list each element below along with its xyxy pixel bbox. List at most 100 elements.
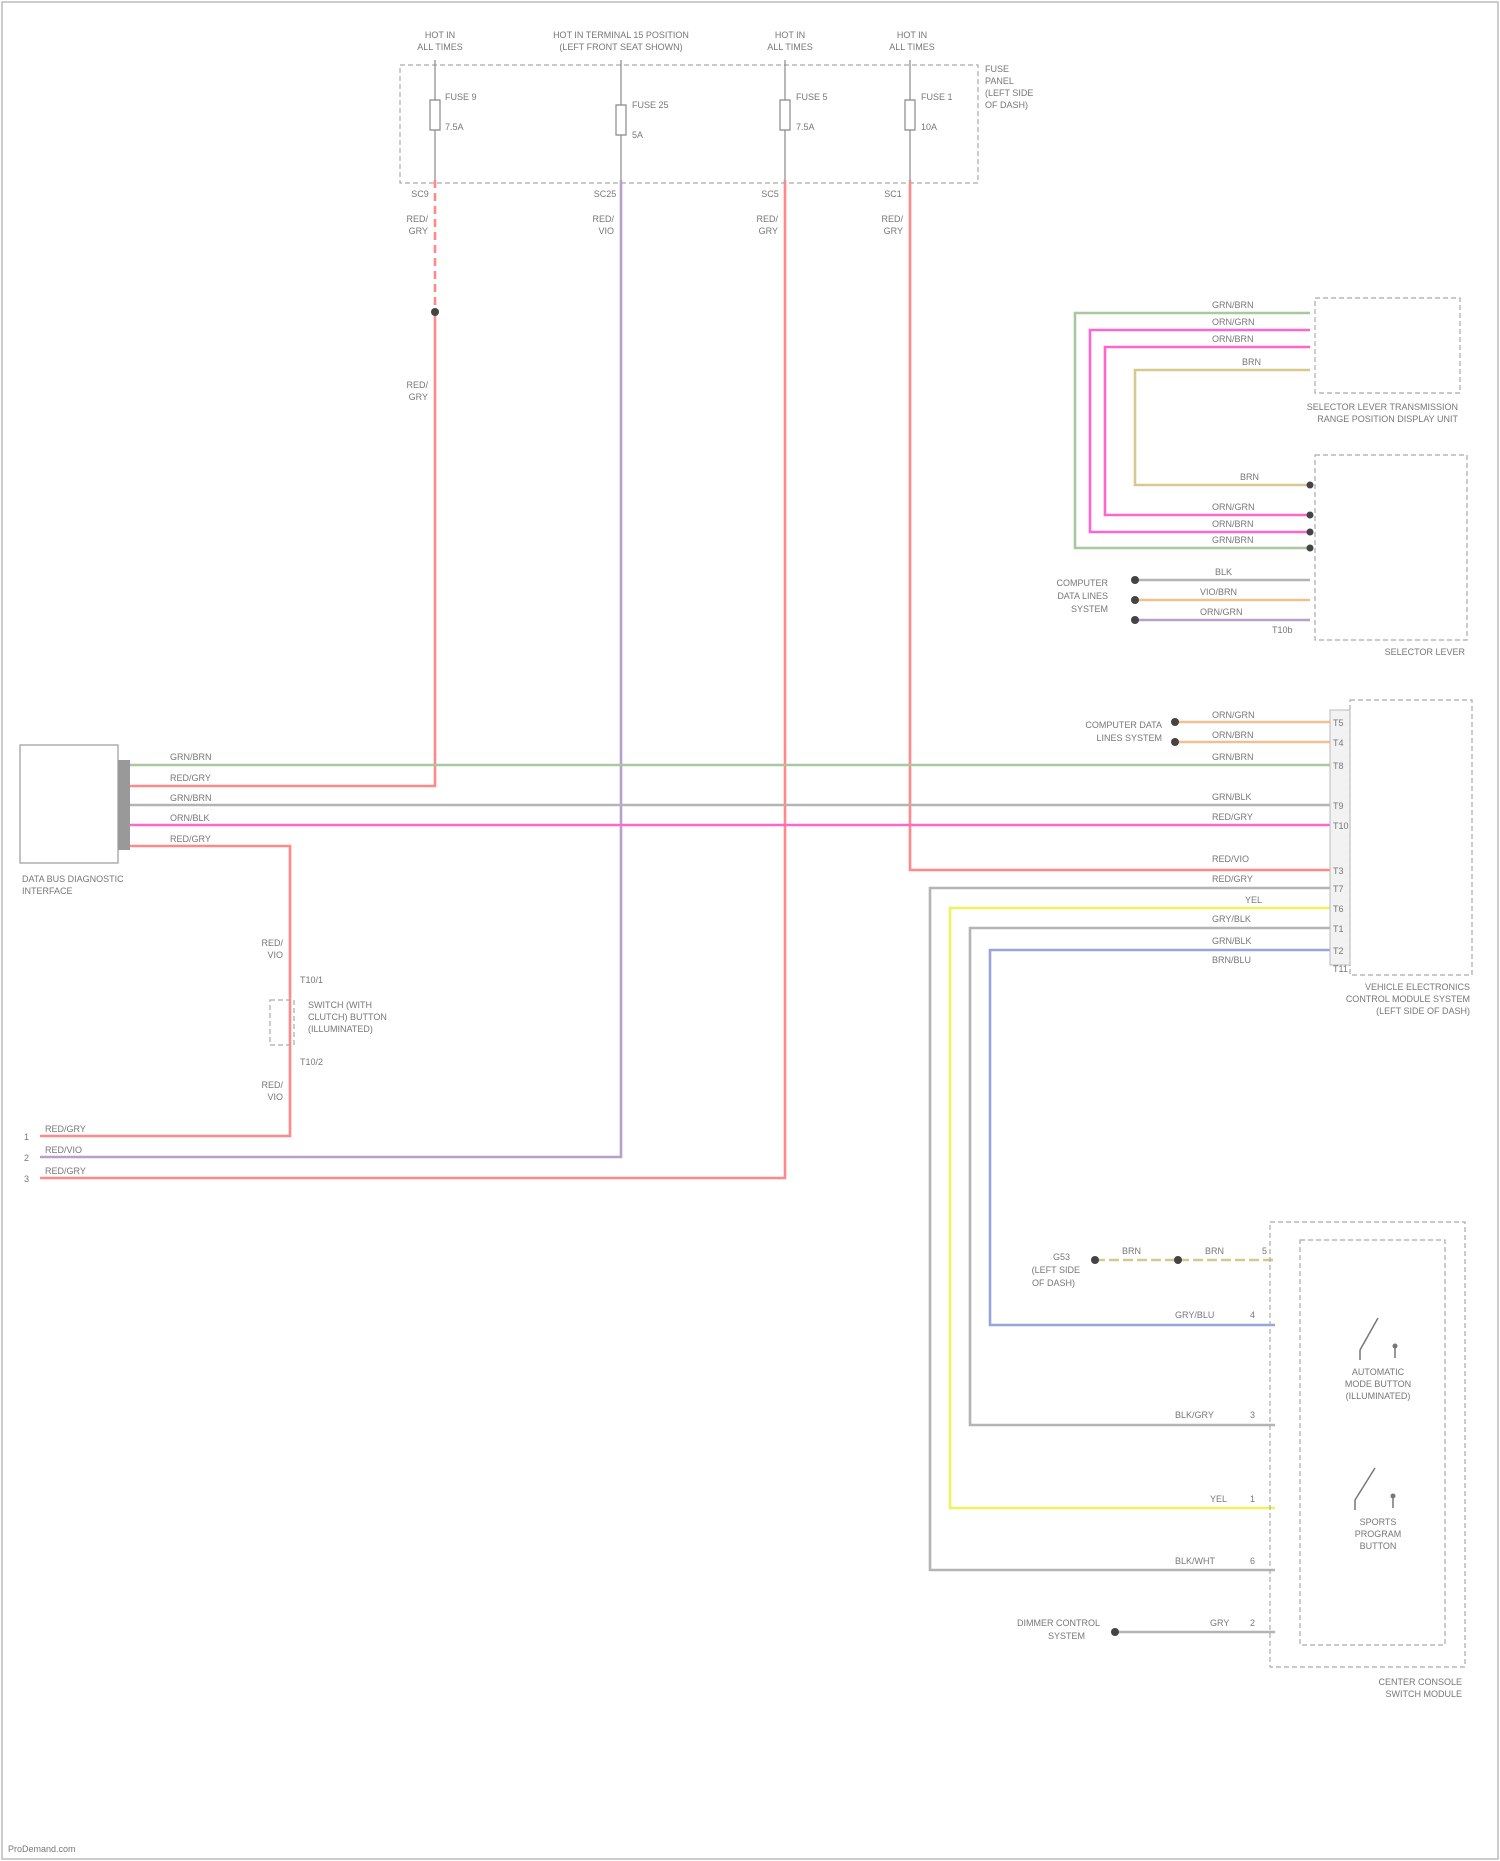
selector-pin-2 xyxy=(1307,512,1314,519)
fuse-4-wire-2: GRY xyxy=(884,226,903,236)
fuse-2-wire-2: VIO xyxy=(598,226,614,236)
data-bus-wire-4: ORN/BLK xyxy=(170,813,210,823)
console-wire-3: YEL xyxy=(1210,1494,1227,1504)
clutch-wire-bottom-1: RED/ xyxy=(261,1080,283,1090)
console-ground-wire-2: BRN xyxy=(1205,1246,1224,1256)
selector-pin-3 xyxy=(1307,529,1314,536)
data-bus-wire-1: GRN/BRN xyxy=(170,752,212,762)
console-top-pin: 5 xyxy=(1262,1246,1267,1256)
ecm-wire-10: GRN/BLK xyxy=(1212,936,1252,946)
data-bus-wire-5: RED/GRY xyxy=(170,834,211,844)
console-switch-2-name-2: PROGRAM xyxy=(1355,1529,1402,1539)
data-bus-wire-3: GRN/BRN xyxy=(170,793,212,803)
console-switch-2-name-1: SPORTS xyxy=(1360,1517,1397,1527)
ecm-wire-6: RED/VIO xyxy=(1212,854,1249,864)
console-name-2: SWITCH MODULE xyxy=(1386,1689,1463,1699)
console-wire-1: GRY/BLU xyxy=(1175,1310,1214,1320)
selector-lever-display: GRN/BRN ORN/GRN ORN/BRN BRN SELECTOR LEV… xyxy=(1212,298,1460,424)
fuse-2-hot-label-2: (LEFT FRONT SEAT SHOWN) xyxy=(559,42,682,52)
clutch-name-1: SWITCH (WITH xyxy=(308,1000,372,1010)
fuse-2-hot-label: HOT IN TERMINAL 15 POSITION xyxy=(553,30,689,40)
console-wire-4: BLK/WHT xyxy=(1175,1556,1216,1566)
clutch-pin-top: T10/1 xyxy=(300,975,323,985)
selector-display-wire-1: GRN/BRN xyxy=(1212,300,1254,310)
data-bus-module-name-1: DATA BUS DIAGNOSTIC xyxy=(22,874,124,884)
fuse-block: HOT IN ALL TIMES HOT IN TERMINAL 15 POSI… xyxy=(400,30,1033,402)
fuse-4-name: FUSE 1 xyxy=(921,92,953,102)
ecm-can-dot-2 xyxy=(1171,738,1179,746)
ecm-wire-7: RED/GRY xyxy=(1212,874,1253,884)
selector-pin-4 xyxy=(1307,545,1314,552)
clutch-wire-top-2: VIO xyxy=(267,950,283,960)
fuse-4-symbol xyxy=(905,60,915,180)
fuse-1-name: FUSE 9 xyxy=(445,92,477,102)
selector-lever-wire-1: BRN xyxy=(1240,472,1259,482)
ecm-pin-3: T8 xyxy=(1333,761,1344,771)
lower-wire-pin-3: 3 xyxy=(24,1174,29,1184)
clutch-switch: RED/ VIO T10/1 SWITCH (WITH CLUTCH) BUTT… xyxy=(261,938,386,1102)
ecm-name-2: CONTROL MODULE SYSTEM xyxy=(1346,994,1470,1004)
fuse-1-wire-1: RED/ xyxy=(406,214,428,224)
ecm-pin-7: T7 xyxy=(1333,884,1344,894)
fuse-3-name: FUSE 5 xyxy=(796,92,828,102)
ecm-pin-11: T11 xyxy=(1333,964,1348,974)
wire-fuse4-red xyxy=(910,180,1330,870)
fuse-block-outline xyxy=(400,65,978,183)
console-dimmer-label-2: SYSTEM xyxy=(1048,1631,1085,1641)
selector-bottom-wire-3: ORN/GRN xyxy=(1200,607,1243,617)
fuse-3-wire-2: GRY xyxy=(759,226,778,236)
fuse-panel-label-4: OF DASH) xyxy=(985,100,1028,110)
console-outer-box xyxy=(1270,1222,1465,1667)
fuse-1-pin: SC9 xyxy=(411,189,429,199)
console-ground-splice xyxy=(1174,1256,1182,1264)
ecm-wire-4: GRN/BLK xyxy=(1212,792,1252,802)
clutch-name-3: (ILLUMINATED) xyxy=(308,1024,373,1034)
console-ground-label-1: G53 xyxy=(1053,1252,1070,1262)
console-dimmer-dot xyxy=(1111,1628,1119,1636)
wire-fuse1-red xyxy=(130,312,435,786)
console-ground-wire-1: BRN xyxy=(1122,1246,1141,1256)
wire-ecm-gray-2 xyxy=(970,928,1330,1425)
lower-wire-label-2: RED/VIO xyxy=(45,1145,82,1155)
data-bus-module-box xyxy=(20,745,118,863)
splice-point xyxy=(431,308,439,316)
selector-lever-wire-4: GRN/BRN xyxy=(1212,535,1254,545)
selector-lever-wire-2: ORN/GRN xyxy=(1212,502,1255,512)
selector-bottom-pin: T10b xyxy=(1272,625,1293,635)
ecm-wire-3: GRN/BRN xyxy=(1212,752,1254,762)
ecm-wire-9: YEL xyxy=(1245,895,1262,905)
selector-dsg-label-1: COMPUTER xyxy=(1057,578,1109,588)
selector-lever-name: SELECTOR LEVER xyxy=(1385,647,1466,657)
ecm-can-label-1: COMPUTER DATA xyxy=(1085,720,1162,730)
ecm-pin-5: T10 xyxy=(1333,821,1349,831)
footer-text: ProDemand.com xyxy=(8,1844,76,1854)
wire-ecm-yellow xyxy=(950,908,1330,1508)
console-ground-label-3: OF DASH) xyxy=(1032,1278,1075,1288)
console-dimmer-pin: 2 xyxy=(1250,1618,1255,1628)
automatic-mode-switch-contact xyxy=(1393,1344,1398,1349)
lower-wire-label-1: RED/GRY xyxy=(45,1124,86,1134)
selector-display-name-1: SELECTOR LEVER TRANSMISSION xyxy=(1307,402,1458,412)
fuse-3-hot-label-2: ALL TIMES xyxy=(767,42,813,52)
fuse-3-pin: SC5 xyxy=(761,189,779,199)
lower-wire-pin-1: 1 xyxy=(24,1132,29,1142)
fuse-2-name: FUSE 25 xyxy=(632,100,669,110)
console-ground-label-2: (LEFT SIDE xyxy=(1032,1265,1080,1275)
fuse-1-symbol xyxy=(430,60,440,180)
console-dimmer-wire: GRY xyxy=(1210,1618,1229,1628)
ecm-wire-11: BRN/BLU xyxy=(1212,955,1251,965)
fuse-1-lower-wire-2: GRY xyxy=(409,392,428,402)
console-inner-box xyxy=(1300,1240,1445,1645)
fuse-4-hot-label: HOT IN xyxy=(897,30,927,40)
data-bus-module: DATA BUS DIAGNOSTIC INTERFACE GRN/BRN RE… xyxy=(20,745,212,896)
console-pin-4: 6 xyxy=(1250,1556,1255,1566)
selector-lever-wire-3: ORN/BRN xyxy=(1212,519,1254,529)
ecm-pin-10: T2 xyxy=(1333,946,1344,956)
fuse-1-hot-label-2: ALL TIMES xyxy=(417,42,463,52)
selector-display-wire-2: ORN/GRN xyxy=(1212,317,1255,327)
selector-pin-1 xyxy=(1307,482,1314,489)
selector-bottom-wire-2: VIO/BRN xyxy=(1200,587,1237,597)
fuse-2-wire-1: RED/ xyxy=(592,214,614,224)
sports-program-switch-contact xyxy=(1391,1494,1396,1499)
fuse-1-wire-2: GRY xyxy=(409,226,428,236)
